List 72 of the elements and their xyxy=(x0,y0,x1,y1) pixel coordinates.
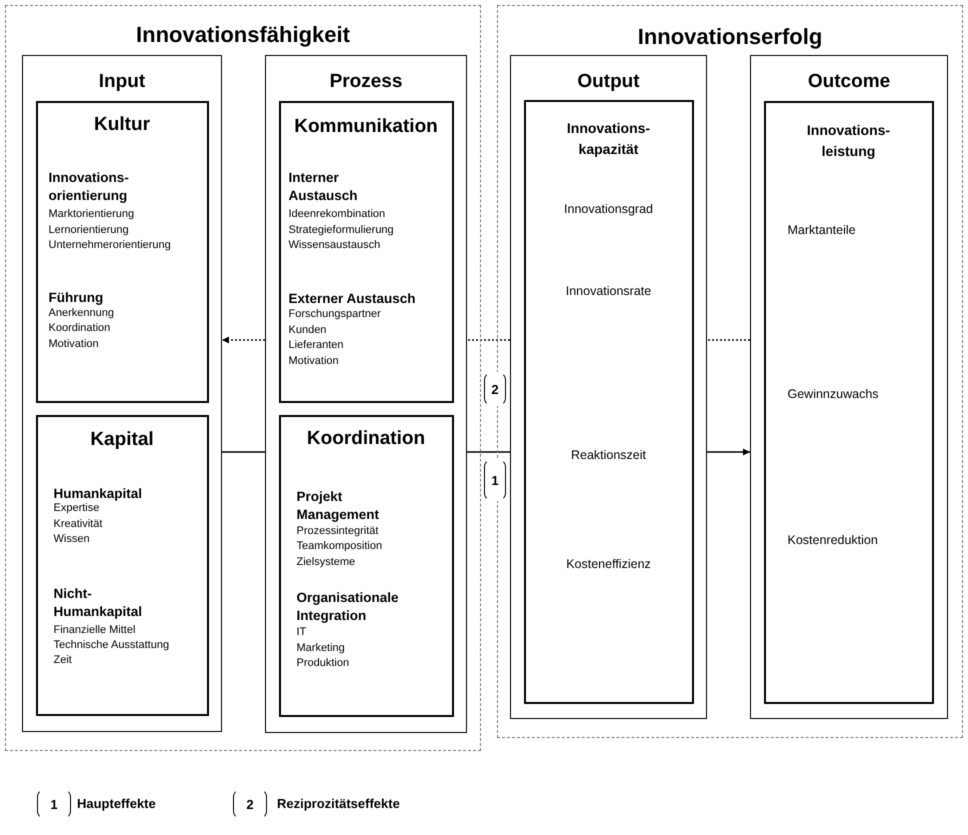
section-title: Innovationsfähigkeit xyxy=(135,22,351,48)
list-item: Technische Ausstattung xyxy=(54,638,170,652)
arrow xyxy=(707,448,750,456)
indicator-label: Innovationsgrad xyxy=(563,202,654,216)
bracket-number: 1 xyxy=(37,789,71,819)
box-title: Innovations- kapazität xyxy=(566,118,652,159)
list-item: Motivation xyxy=(48,338,99,351)
list-item: Motivation xyxy=(288,354,339,368)
box-title: Innovations- leistung xyxy=(806,120,892,161)
indicator-label: Kostenreduktion xyxy=(788,532,878,548)
list-item: Teamkomposition xyxy=(296,540,382,553)
category-box xyxy=(524,100,694,704)
column-title: Outcome xyxy=(806,71,892,94)
bracket-label: 2 xyxy=(484,372,506,406)
bracket-number: 2 xyxy=(233,789,267,819)
subheading: Projekt Management xyxy=(296,488,380,524)
column-box xyxy=(750,55,948,719)
list-item: Wissen xyxy=(54,532,90,546)
bracket-label: 1 xyxy=(484,459,506,501)
box-title: Kultur xyxy=(93,114,151,136)
column-box xyxy=(510,55,707,719)
indicator-label: Reaktionszeit xyxy=(570,448,648,462)
list-item: Marktorientierung xyxy=(48,208,134,221)
list-item: Anerkennung xyxy=(48,306,114,320)
list-item: Lernorientierung xyxy=(48,224,129,237)
indicator-label: Gewinnzuwachs xyxy=(788,386,879,402)
list-item: Finanzielle Mittel xyxy=(54,624,136,637)
list-item: Kunden xyxy=(288,324,326,337)
column-box xyxy=(22,55,222,732)
list-item: Unternehmerorientierung xyxy=(48,238,171,252)
box-title: Kapital xyxy=(89,428,155,452)
category-box xyxy=(278,414,454,716)
list-item: Forschungspartner xyxy=(288,308,381,321)
box-title: Kommunikation xyxy=(293,116,439,138)
indicator-label: Innovationsrate xyxy=(564,284,652,298)
list-item: Prozessintegrität xyxy=(296,524,378,538)
list-item: Wissensaustausch xyxy=(288,238,380,252)
subheading: Organisationale Integration xyxy=(296,588,400,625)
category-box xyxy=(764,100,934,704)
subheading: Humankapital xyxy=(54,484,142,503)
list-item: Zeit xyxy=(54,654,72,667)
list-item: Lieferanten xyxy=(288,338,344,352)
group-frame xyxy=(497,5,963,738)
section-title: Innovationserfolg xyxy=(636,24,824,50)
category-box xyxy=(36,414,208,716)
column-title: Prozess xyxy=(328,71,404,94)
dotted-arrow xyxy=(222,336,265,344)
group-frame xyxy=(5,5,481,751)
list-item: IT xyxy=(296,626,306,639)
list-item: Kreativität xyxy=(54,518,102,531)
column-title: Output xyxy=(576,71,641,94)
legend-text: Reziprozitätseffekte xyxy=(277,796,400,811)
box-title: Koordination xyxy=(306,428,426,450)
list-item: Zielsysteme xyxy=(296,556,356,569)
list-item: Marketing xyxy=(296,642,345,655)
column-title: Input xyxy=(98,71,146,94)
subheading: Interner Austausch xyxy=(288,168,359,205)
subheading: Externer Austausch xyxy=(288,290,416,308)
list-item: Ideenrekombination xyxy=(288,208,386,221)
list-item: Koordination xyxy=(48,322,110,335)
legend-text: Haupteffekte xyxy=(77,796,156,811)
indicator-label: Marktanteile xyxy=(788,222,856,238)
column-box xyxy=(265,55,467,733)
subheading: Nicht- Humankapital xyxy=(54,584,144,621)
list-item: Strategieformulierung xyxy=(288,224,394,237)
indicator-label: Kosteneffizienz xyxy=(565,556,652,572)
category-box xyxy=(278,100,454,402)
subheading: Innovations- orientierung xyxy=(48,168,130,205)
subheading: Führung xyxy=(48,288,104,307)
category-box xyxy=(36,100,208,402)
list-item: Produktion xyxy=(296,656,350,670)
list-item: Expertise xyxy=(54,502,100,515)
